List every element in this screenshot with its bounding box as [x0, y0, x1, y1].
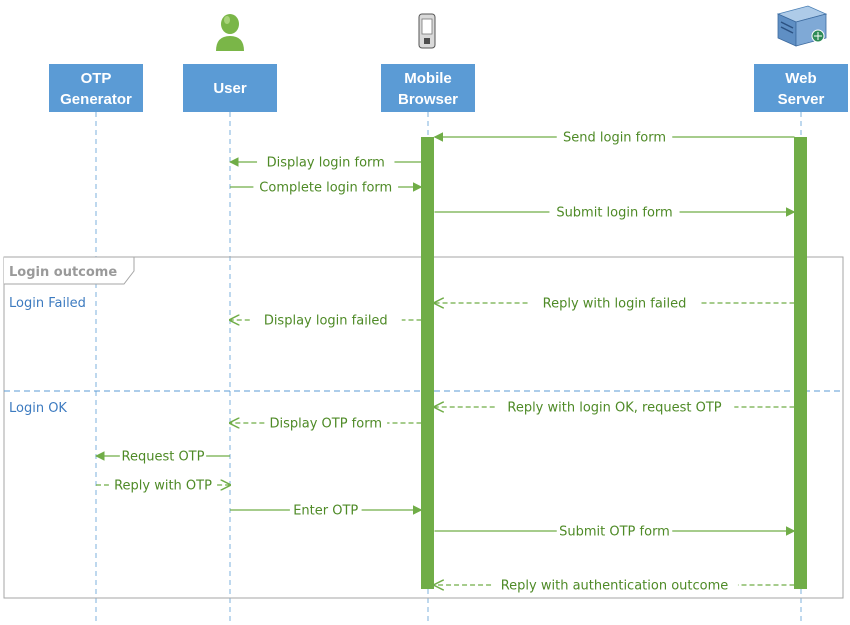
message-label: Reply with login failed — [543, 297, 687, 312]
message-label: Display login form — [267, 156, 385, 171]
message: Reply with authentication outcome — [435, 579, 795, 594]
participant-label: Server — [778, 91, 825, 108]
message-label: Display login failed — [264, 314, 388, 329]
message-label: Enter OTP — [293, 504, 358, 519]
message: Display login failed — [230, 314, 422, 329]
message: Display OTP form — [230, 417, 422, 432]
mobile-phone-icon — [418, 13, 436, 49]
message: Reply with login OK, request OTP — [435, 401, 795, 416]
message-label: Reply with login OK, request OTP — [507, 401, 721, 416]
participant-label: Generator — [60, 91, 132, 108]
condition-label: Login OK — [9, 401, 67, 416]
message: Submit login form — [434, 206, 796, 221]
message-label: Complete login form — [259, 181, 392, 196]
participant-label: OTP — [81, 70, 112, 87]
message-label: Reply with authentication outcome — [501, 579, 729, 594]
participant-label: User — [213, 80, 247, 97]
message: Request OTP — [95, 450, 230, 465]
message: Send login form — [433, 131, 795, 146]
participant-box-server — [754, 64, 848, 112]
fragment-frame: Login outcome Login Failed Login OK — [3, 256, 844, 599]
message: Enter OTP — [230, 504, 423, 519]
activation-bar-server — [794, 137, 807, 589]
message-label: Submit OTP form — [559, 525, 670, 540]
participant-label: Browser — [398, 91, 458, 108]
message-label: Display OTP form — [269, 417, 382, 432]
participant-box-user — [183, 64, 277, 112]
message: Complete login form — [230, 181, 423, 196]
lifelines — [95, 112, 802, 625]
person-icon — [216, 14, 244, 51]
message: Reply with login failed — [435, 297, 795, 312]
participant-box-browser — [381, 64, 475, 112]
message: Submit OTP form — [434, 525, 796, 540]
message-label: Request OTP — [122, 450, 205, 465]
participant-label: Web — [785, 70, 816, 87]
fragment-title: Login outcome — [9, 265, 117, 280]
message: Reply with OTP — [96, 479, 230, 494]
message-label: Submit login form — [556, 206, 672, 221]
fragment-title-tab — [4, 256, 135, 285]
message-label: Reply with OTP — [114, 479, 212, 494]
participant-label: Mobile — [404, 70, 452, 87]
activation-bar-browser — [421, 137, 434, 589]
condition-label: Login Failed — [9, 296, 86, 311]
server-icon — [776, 5, 828, 47]
message-label: Send login form — [563, 131, 666, 146]
message: Display login form — [229, 156, 422, 171]
participant-box-otp — [49, 64, 143, 112]
